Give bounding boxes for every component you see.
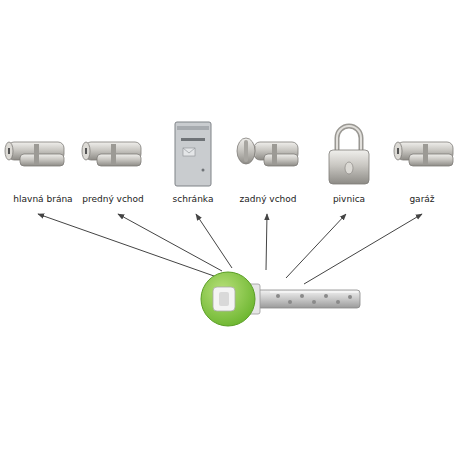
item-label: predný vchod: [73, 194, 153, 205]
lock-item: hlavná brána: [3, 118, 83, 205]
cylinder-lock: [387, 118, 463, 188]
item-label: hlavná brána: [3, 194, 83, 205]
item-label: pivnica: [309, 194, 389, 205]
cylinder-lock: [0, 118, 74, 188]
thumb-turn-cylinder: [230, 118, 306, 188]
lock-item: schránka: [153, 118, 233, 205]
lock-item: garáž: [382, 118, 462, 205]
cylinder-lock: [75, 118, 151, 188]
padlock: [311, 118, 387, 188]
item-label: garáž: [382, 194, 462, 205]
key: [201, 272, 360, 326]
lock-item: zadný vchod: [228, 118, 308, 205]
mailbox: [155, 118, 231, 188]
item-label: zadný vchod: [228, 194, 308, 205]
item-label: schránka: [153, 194, 233, 205]
lock-item: predný vchod: [73, 118, 153, 205]
lock-item: pivnica: [309, 118, 389, 205]
